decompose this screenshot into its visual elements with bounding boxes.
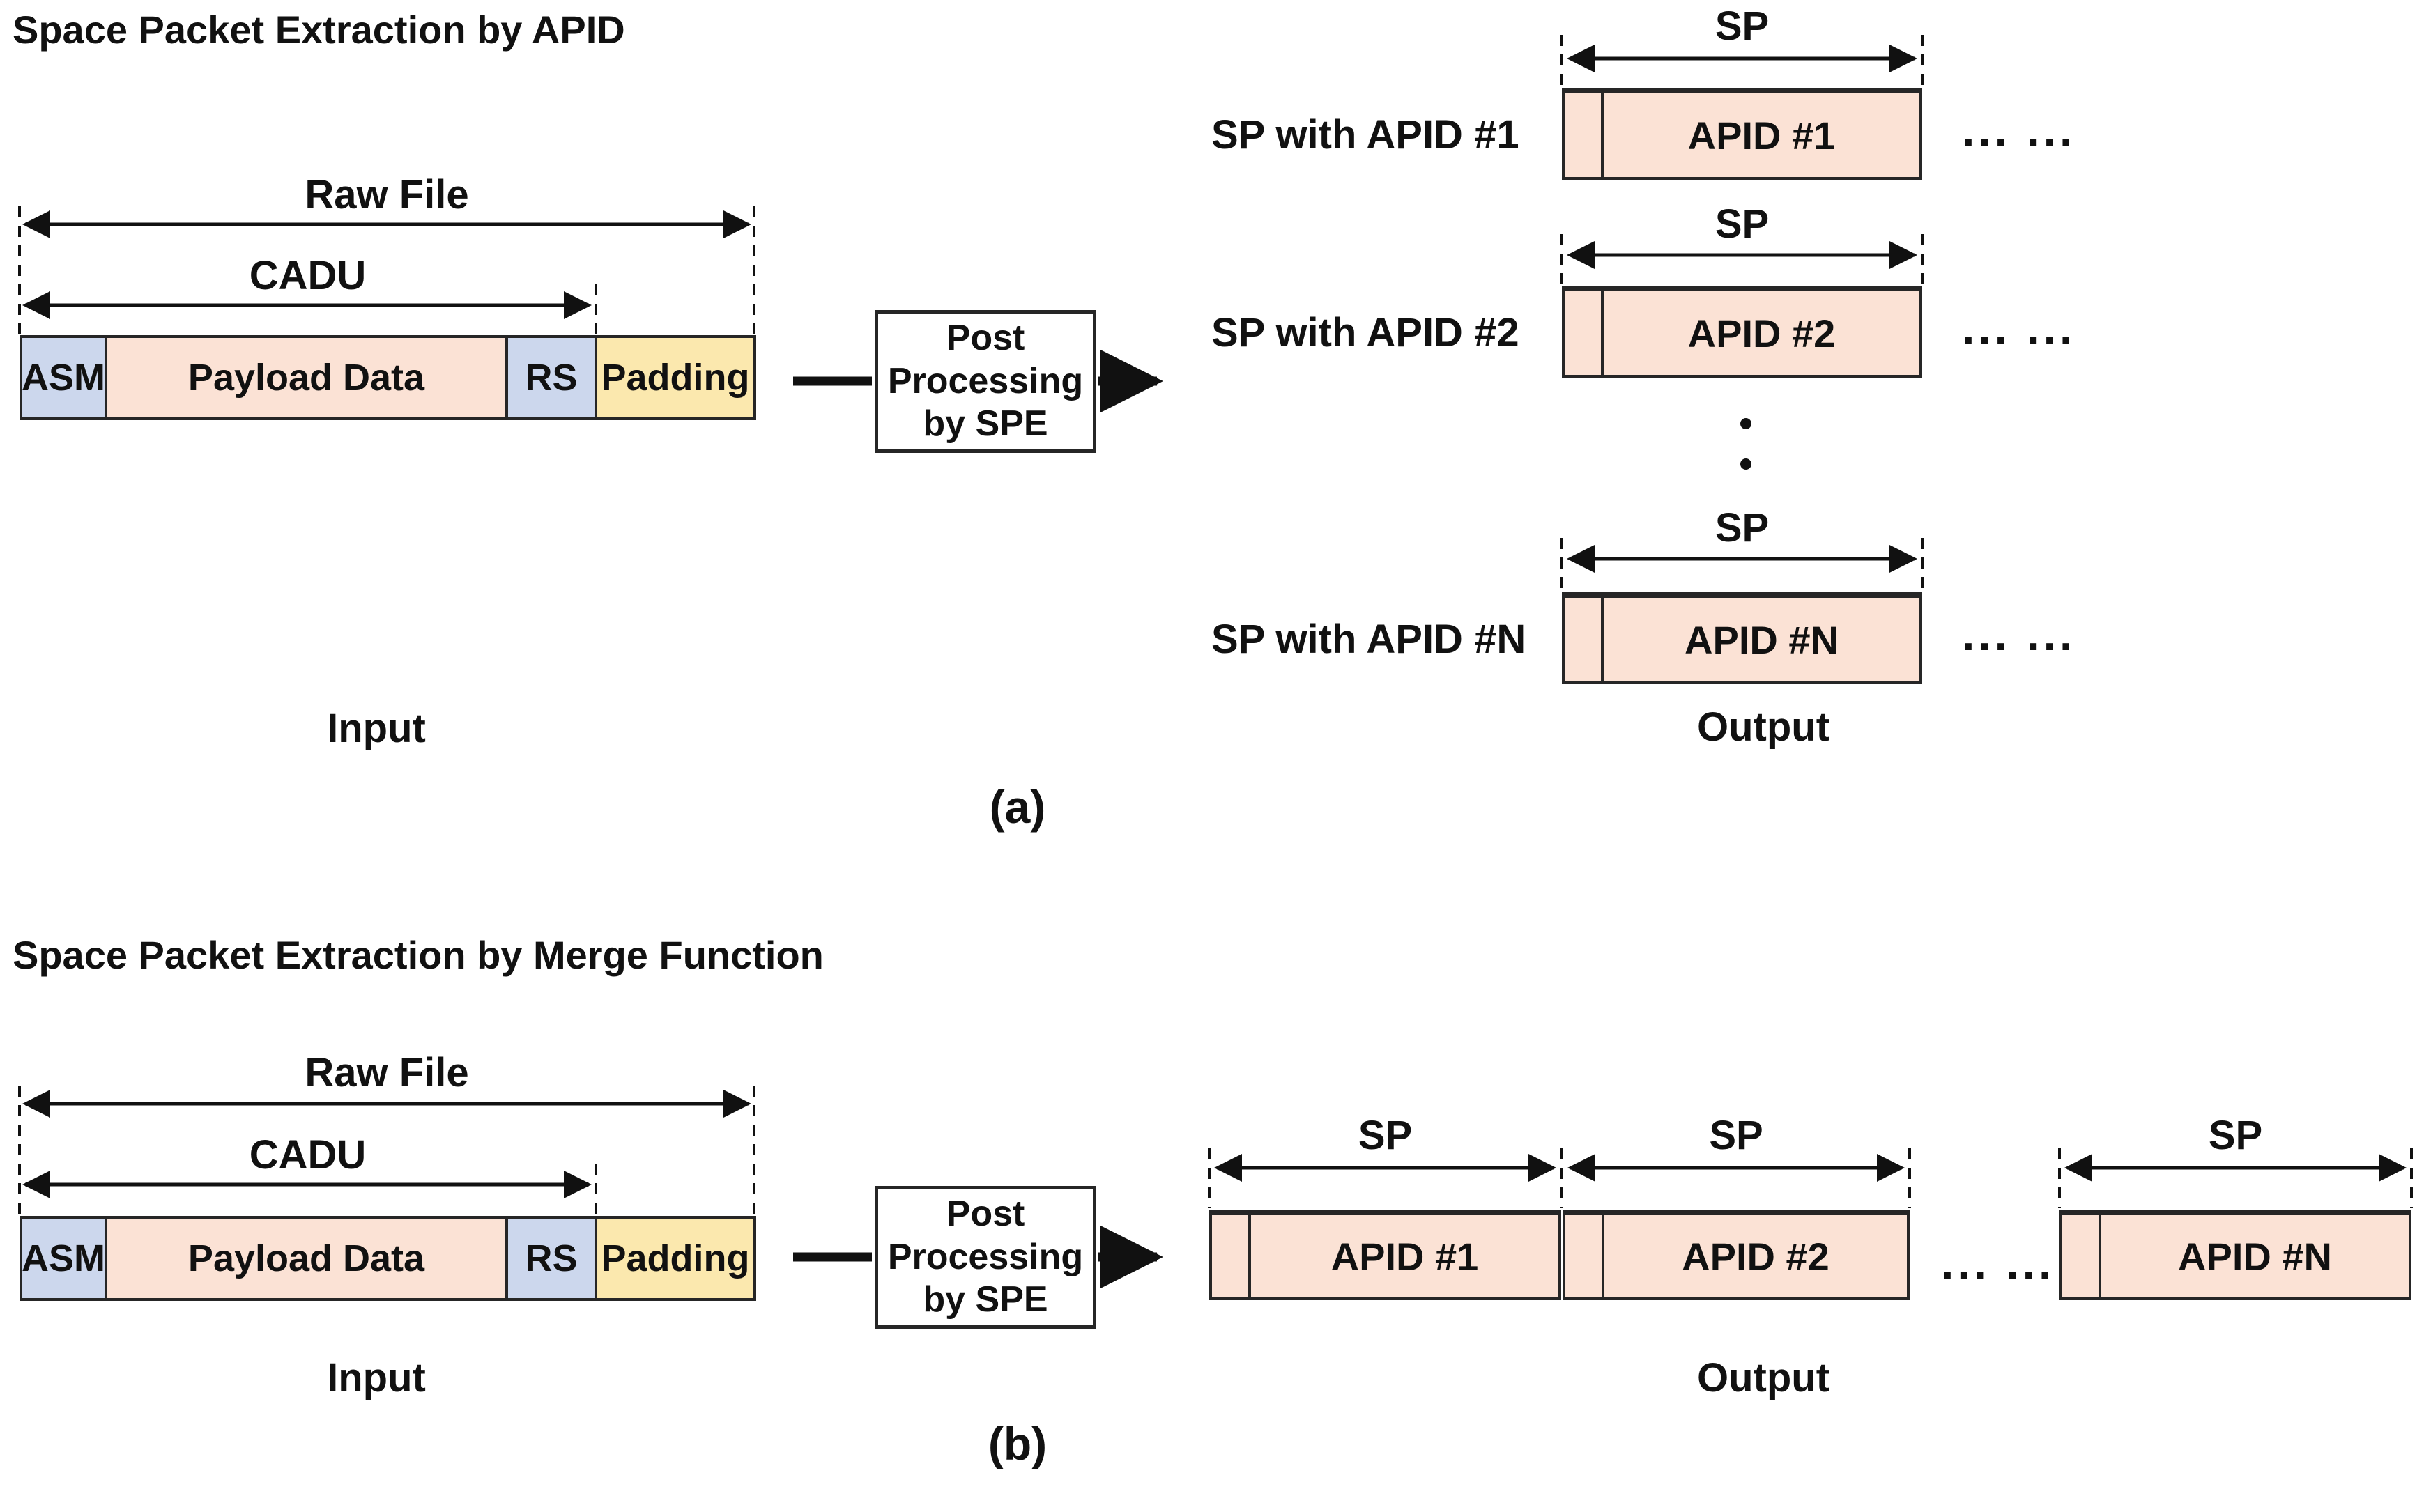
sp-row-label-a1: SP with APID #1 <box>1211 112 1519 157</box>
asm-cell-b: ASM <box>22 1219 107 1298</box>
apid-label-a2: APID #2 <box>1687 311 1836 355</box>
input-caption-b: Input <box>327 1355 426 1401</box>
sp-row-label-a2: SP with APID #2 <box>1211 310 1519 355</box>
figure-label-b: (b) <box>988 1418 1048 1469</box>
cadu-label-b: CADU <box>249 1132 367 1178</box>
raw-file-label-a: Raw File <box>305 172 469 217</box>
apid-label-aN: APID #N <box>1685 617 1839 662</box>
cadu-structure-b: ASM Payload Data RS Padding <box>20 1216 756 1301</box>
sp-row-label-aN: SP with APID #N <box>1211 617 1526 662</box>
sp-length-label-a1: SP <box>1715 3 1770 49</box>
padding-cell-a: Padding <box>597 338 753 417</box>
sp-length-label-b1: SP <box>1358 1113 1413 1158</box>
raw-file-label-b: Raw File <box>305 1050 469 1095</box>
asm-cell-a: ASM <box>22 338 107 417</box>
sp-packet-a2: APID #2 <box>1562 286 1922 378</box>
figure-label-a: (a) <box>989 781 1046 833</box>
rs-cell-a: RS <box>508 338 597 417</box>
apid-label-a1: APID #1 <box>1687 113 1836 157</box>
packet-header-divider <box>1248 1215 1251 1297</box>
section-a-title: Space Packet Extraction by APID <box>13 8 625 52</box>
sp-packet-aN: APID #N <box>1562 592 1922 684</box>
sp-packet-b1: APID #1 <box>1209 1210 1561 1300</box>
sp-packet-bN: APID #N <box>2059 1210 2411 1300</box>
padding-cell-b: Padding <box>597 1219 753 1298</box>
sp-length-label-bN: SP <box>2208 1113 2263 1158</box>
rs-cell-b: RS <box>508 1219 597 1298</box>
packet-header-divider <box>1601 291 1604 375</box>
output-caption-b: Output <box>1696 1355 1830 1401</box>
post-processing-box-a: Post Processing by SPE <box>875 310 1096 453</box>
packet-header-divider <box>2099 1215 2101 1297</box>
payload-cell-a: Payload Data <box>107 338 508 417</box>
packet-header-divider <box>1601 93 1604 177</box>
payload-cell-b: Payload Data <box>107 1219 508 1298</box>
ellipsis-b: ... ... <box>1941 1237 2055 1288</box>
cadu-label-a: CADU <box>249 253 367 298</box>
cadu-structure-a: ASM Payload Data RS Padding <box>20 335 756 420</box>
sp-length-label-aN: SP <box>1715 505 1770 550</box>
vertical-ellipsis-dot <box>1740 458 1751 470</box>
apid-label-b1: APID #1 <box>1330 1234 1479 1279</box>
packet-header-divider <box>1601 598 1604 681</box>
packet-header-divider <box>1602 1215 1604 1297</box>
ellipsis-aN: ... ... <box>1962 608 2076 660</box>
sp-packet-b2: APID #2 <box>1563 1210 1910 1300</box>
sp-length-label-a2: SP <box>1715 201 1770 247</box>
post-processing-box-b: Post Processing by SPE <box>875 1186 1096 1329</box>
output-caption-a: Output <box>1696 704 1830 750</box>
ellipsis-a1: ... ... <box>1962 104 2076 155</box>
vertical-ellipsis-dot <box>1740 418 1751 429</box>
section-b-title: Space Packet Extraction by Merge Functio… <box>13 933 824 977</box>
apid-label-b2: APID #2 <box>1682 1234 1829 1279</box>
sp-length-label-b2: SP <box>1709 1113 1763 1158</box>
ellipsis-a2: ... ... <box>1962 302 2076 353</box>
input-caption-a: Input <box>327 706 426 751</box>
sp-packet-a1: APID #1 <box>1562 88 1922 180</box>
apid-label-bN: APID #N <box>2178 1234 2332 1279</box>
